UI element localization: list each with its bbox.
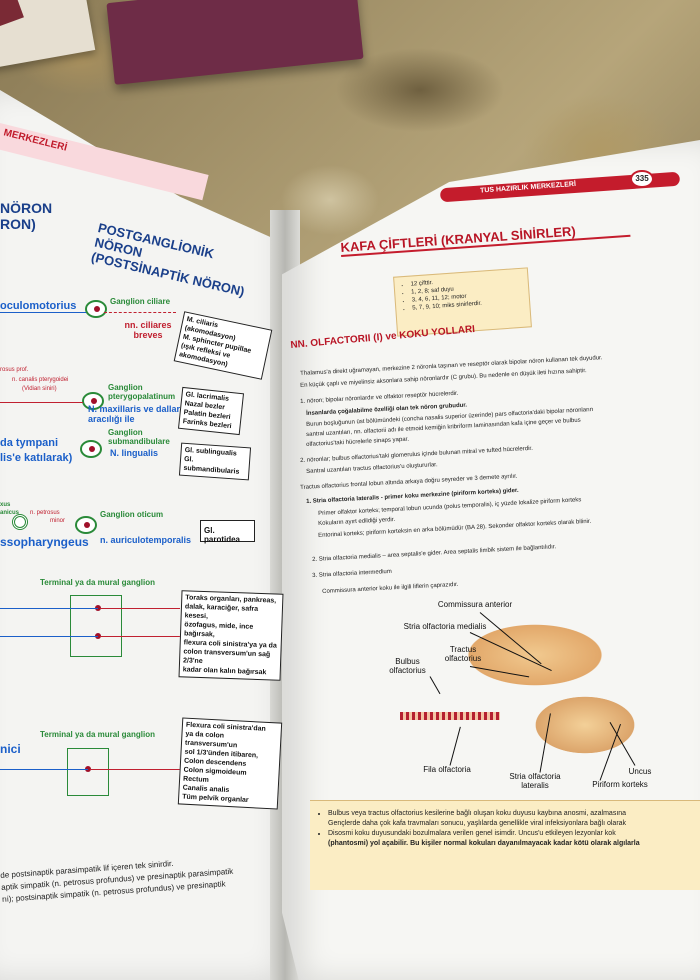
terminal-ganglion-box-2 bbox=[67, 748, 109, 796]
note-item: (phantosmi) yol açabilir. Bu kişiler nor… bbox=[328, 840, 640, 847]
ganglion-terminal: Terminal ya da mural ganglion bbox=[40, 578, 155, 587]
page-number: 335 bbox=[630, 170, 654, 188]
pre-label: n. petrosus bbox=[30, 510, 60, 516]
pre-label: minor bbox=[50, 518, 66, 524]
preganglionic-line bbox=[0, 636, 98, 637]
nerve-maxillaris: N. maxillaris ve dalları aracılığı ile bbox=[88, 404, 183, 424]
pre-label: anicus bbox=[0, 510, 20, 516]
preganglionic-line bbox=[0, 608, 98, 609]
label-fila-olfactoria: Fila olfactoria bbox=[423, 765, 471, 774]
neuron-dot bbox=[94, 306, 100, 312]
target-box-terminal-2: Flexura coli sinistra'dan ya da colon tr… bbox=[177, 717, 283, 810]
neuron-dot bbox=[89, 446, 95, 452]
plexus-symbol bbox=[12, 514, 28, 530]
ganglion-submandibulare: Ganglion submandibulare bbox=[108, 428, 170, 446]
preganglionic-line bbox=[0, 312, 86, 313]
branch-ciliares-breves: nn. ciliares breves bbox=[124, 320, 172, 340]
label-bulbus-olfactorius: Bulbus olfactorius bbox=[389, 657, 426, 675]
nerve-splanchnici: nici bbox=[0, 742, 21, 756]
fila-olfactoria-bar bbox=[400, 712, 500, 720]
ganglion-pterygopalatinum: Ganglion pterygopalatinum bbox=[108, 383, 176, 401]
branch-lingualis: N. lingualis bbox=[110, 448, 159, 458]
neuron-dot bbox=[95, 633, 101, 639]
target-box-pterygopalatinum: Gl. lacrimalis Nazal bezler Palatin bezl… bbox=[177, 386, 245, 436]
nerve-oculomotorius: oculomotorius bbox=[0, 300, 77, 312]
postganglionic-line bbox=[100, 608, 180, 609]
target-box-terminal-1: Toraks organları, pankreas, dalak, karac… bbox=[178, 590, 284, 681]
label-tractus-olfactorius: Tractus olfactorius bbox=[444, 645, 482, 663]
target-box-submandibulare: Gl. sublingualis Gl. submandibularis bbox=[178, 442, 252, 481]
label-stria-medialis: Stria olfactoria medialis bbox=[403, 622, 487, 631]
nerve-chorda-tympani: da tympani bbox=[0, 437, 59, 449]
pre-label: (Vidian siniri) bbox=[22, 386, 57, 392]
neuron-dot bbox=[85, 766, 91, 772]
target-text: kadar olan kalın bağırsak bbox=[182, 666, 267, 677]
postganglionic-line bbox=[100, 636, 180, 637]
target-text: Gl. parotidea bbox=[204, 526, 241, 544]
olfactory-pathway-illustration bbox=[395, 595, 635, 770]
terminal-ganglion-box bbox=[70, 595, 122, 657]
target-box-oticum: Gl. parotidea bbox=[200, 520, 255, 544]
ganglion-terminal-2: Terminal ya da mural ganglion bbox=[40, 730, 155, 739]
neuron-dot bbox=[95, 605, 101, 611]
label-stria-lateralis: Stria olfactoria lateralis bbox=[509, 772, 561, 790]
postganglionic-line bbox=[90, 769, 180, 770]
postganglionic-line bbox=[104, 312, 176, 313]
noron-heading: NÖRON RON) bbox=[0, 200, 52, 232]
noron-heading-line: NÖRON bbox=[0, 200, 53, 216]
neuron-dot bbox=[84, 522, 90, 528]
ganglion-ciliare: Ganglion ciliare bbox=[110, 297, 171, 306]
clinical-note-box: Bulbus veya tractus olfactorius kesileri… bbox=[310, 800, 700, 890]
noron-heading-line: RON) bbox=[0, 216, 36, 232]
pre-label: n. canalis pterygoidei bbox=[12, 377, 69, 383]
branch-auriculotemporalis: n. auriculotemporalis bbox=[100, 535, 192, 545]
target-text: Gl. submandibularis bbox=[183, 455, 240, 476]
preganglionic-line bbox=[0, 402, 83, 403]
preganglionic-line bbox=[0, 769, 88, 770]
label-piriform-korteks: Piriform korteks bbox=[592, 780, 648, 789]
pre-label: xus bbox=[0, 502, 11, 508]
neuron-dot bbox=[91, 398, 97, 404]
label-uncus: Uncus bbox=[628, 767, 652, 776]
pre-label: rosus prof. bbox=[0, 367, 29, 373]
nerve-chorda-tympani-2: lis'e katılarak) bbox=[0, 452, 73, 464]
ganglion-oticum: Ganglion oticum bbox=[100, 510, 164, 519]
note-item: Bulbus veya tractus olfactorius kesileri… bbox=[328, 809, 692, 819]
label-commissura-anterior: Commissura anterior bbox=[437, 600, 513, 609]
note-item: Gençlerde daha çok kafa travmaları sonuc… bbox=[328, 820, 627, 827]
nerve-glossopharyngeus: ssopharyngeus bbox=[0, 535, 89, 549]
note-item: Disosmi koku duyusundaki bozulmalara ver… bbox=[328, 829, 692, 839]
